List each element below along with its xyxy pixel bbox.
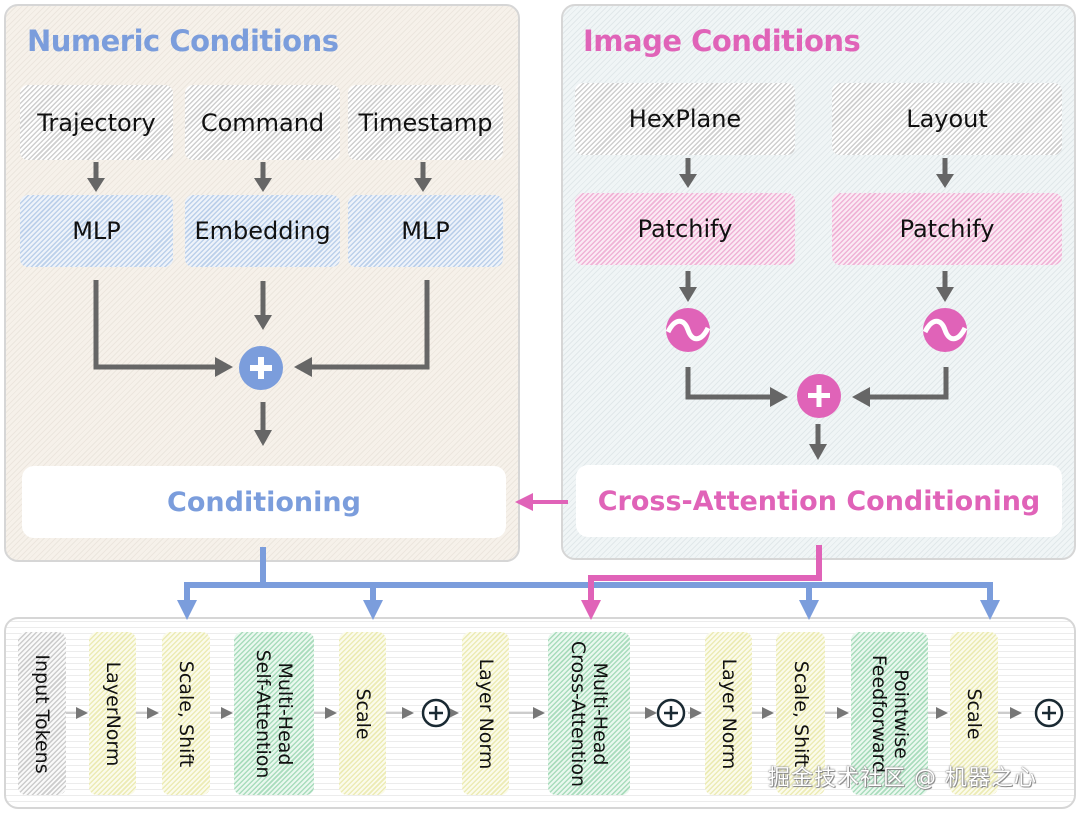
image-conditions-title: Image Conditions [583, 24, 861, 58]
layout-patchify-box: Patchify [832, 193, 1062, 265]
cross-attention-conditioning-box: Cross-Attention Conditioning [576, 465, 1062, 537]
cross-attention-bus [588, 545, 822, 606]
scale-2-column: Scale [950, 632, 998, 795]
bus-arrowhead-scale-shift-2 [799, 600, 819, 620]
scale-1-column: Scale [339, 632, 386, 795]
connector-hexplane-to-plus [685, 367, 772, 400]
arrow-cross-to-conditioning [515, 493, 568, 511]
layer-norm-3-column: Layer Norm [705, 632, 752, 795]
residual-add-icon-1 [421, 698, 451, 728]
hexplane-input-box: HexPlane [575, 83, 795, 155]
scale-shift-2-column: Scale, Shift [776, 632, 825, 795]
trajectory-mlp-box: MLP [20, 195, 173, 267]
connector-layout-to-plus [868, 367, 949, 400]
cross-attention-column: Multi-Head Cross-Attention [548, 632, 630, 795]
arrow-timestamp-head [414, 178, 432, 192]
layout-input-box: Layout [832, 83, 1062, 155]
command-input-box: Command [185, 85, 340, 160]
scale-shift-1-column: Scale, Shift [162, 632, 210, 795]
hexplane-patchify-box: Patchify [575, 193, 795, 265]
residual-add-icon-2 [656, 698, 686, 728]
self-attention-column: Multi-Head Self-Attention [234, 632, 314, 795]
trajectory-input-box: Trajectory [20, 85, 173, 160]
arrowhead-conditioning [254, 430, 272, 446]
watermark: 掘金技术社区 @ 机器之心 [768, 766, 1037, 791]
feedforward-column: Pointwise Feedforward [851, 632, 928, 795]
conditioning-box: Conditioning [22, 466, 506, 538]
bus-arrowhead-cross-attention [581, 600, 601, 620]
token-flow-arrows [66, 707, 1022, 719]
wave-circle-icon-hexplane [665, 308, 711, 352]
residual-add-icon-3 [1034, 698, 1064, 728]
command-embedding-box: Embedding [185, 195, 340, 267]
bus-arrowhead-scale-2 [980, 600, 1000, 620]
bus-arrowhead-scale-1 [363, 600, 383, 620]
timestamp-input-box: Timestamp [348, 85, 503, 160]
arrow-command-head [254, 178, 272, 192]
arrowhead-top-plus [254, 315, 272, 330]
numeric-conditions-title: Numeric Conditions [27, 24, 339, 58]
arrowhead-left-plus [215, 357, 233, 377]
layernorm-column: LayerNorm [89, 632, 136, 795]
arrow-trajectory-head [87, 178, 105, 192]
plus-circle-icon-image [797, 374, 841, 418]
connector-timestamp-to-plus [310, 280, 430, 370]
wave-circle-icon-layout [922, 308, 968, 352]
bus-arrowhead-scale-shift-1 [177, 600, 197, 620]
timestamp-mlp-box: MLP [348, 195, 503, 267]
plus-circle-icon-numeric [239, 346, 283, 390]
input-tokens-column: Input Tokens [18, 632, 66, 795]
connector-trajectory-to-plus [93, 280, 218, 370]
layer-norm-2-column: Layer Norm [462, 632, 509, 795]
arrowhead-right-plus [294, 357, 312, 377]
